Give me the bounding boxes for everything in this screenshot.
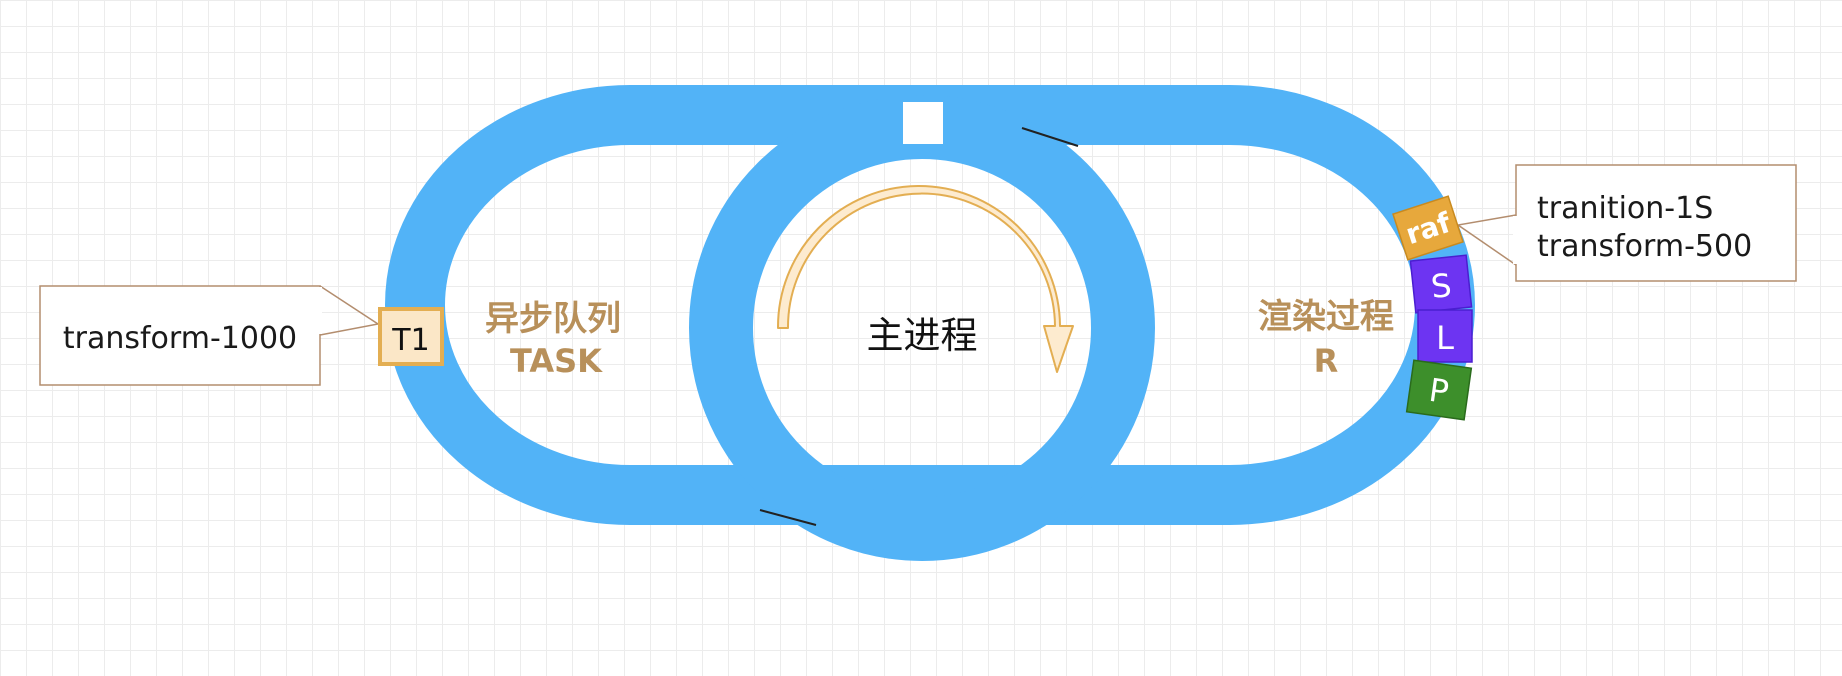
left-callout-pointer (319, 285, 380, 336)
top-junction-line (1021, 127, 1079, 147)
bottom-junction-line (759, 509, 817, 526)
task-style-label: S (1429, 266, 1453, 306)
task-raf[interactable]: raf (1392, 195, 1464, 261)
task-paint[interactable]: P (1405, 359, 1473, 421)
task-style[interactable]: S (1409, 254, 1473, 314)
render-process-title: 渲染过程 (1258, 297, 1394, 337)
task-layout[interactable]: L (1417, 309, 1473, 363)
task-queue-title: 异步队列 (485, 299, 621, 339)
task-t1-label: T1 (391, 323, 429, 358)
task-t1[interactable]: T1 (378, 307, 444, 366)
task-layout-label: L (1436, 319, 1454, 357)
outer-loop-track (385, 85, 1475, 525)
main-process-label: 主进程 (867, 314, 978, 357)
render-process-subtitle: R (1314, 342, 1339, 380)
right-callout-line2: transform-500 (1537, 229, 1752, 264)
right-callout-box (1515, 164, 1797, 282)
left-callout-box (39, 285, 321, 386)
right-callout-line1: tranition-1S (1537, 191, 1713, 226)
task-queue-subtitle: TASK (510, 342, 603, 380)
left-callout-text: transform-1000 (63, 321, 297, 356)
gate-marker (903, 102, 943, 144)
circular-arrow-icon (776, 185, 1074, 373)
